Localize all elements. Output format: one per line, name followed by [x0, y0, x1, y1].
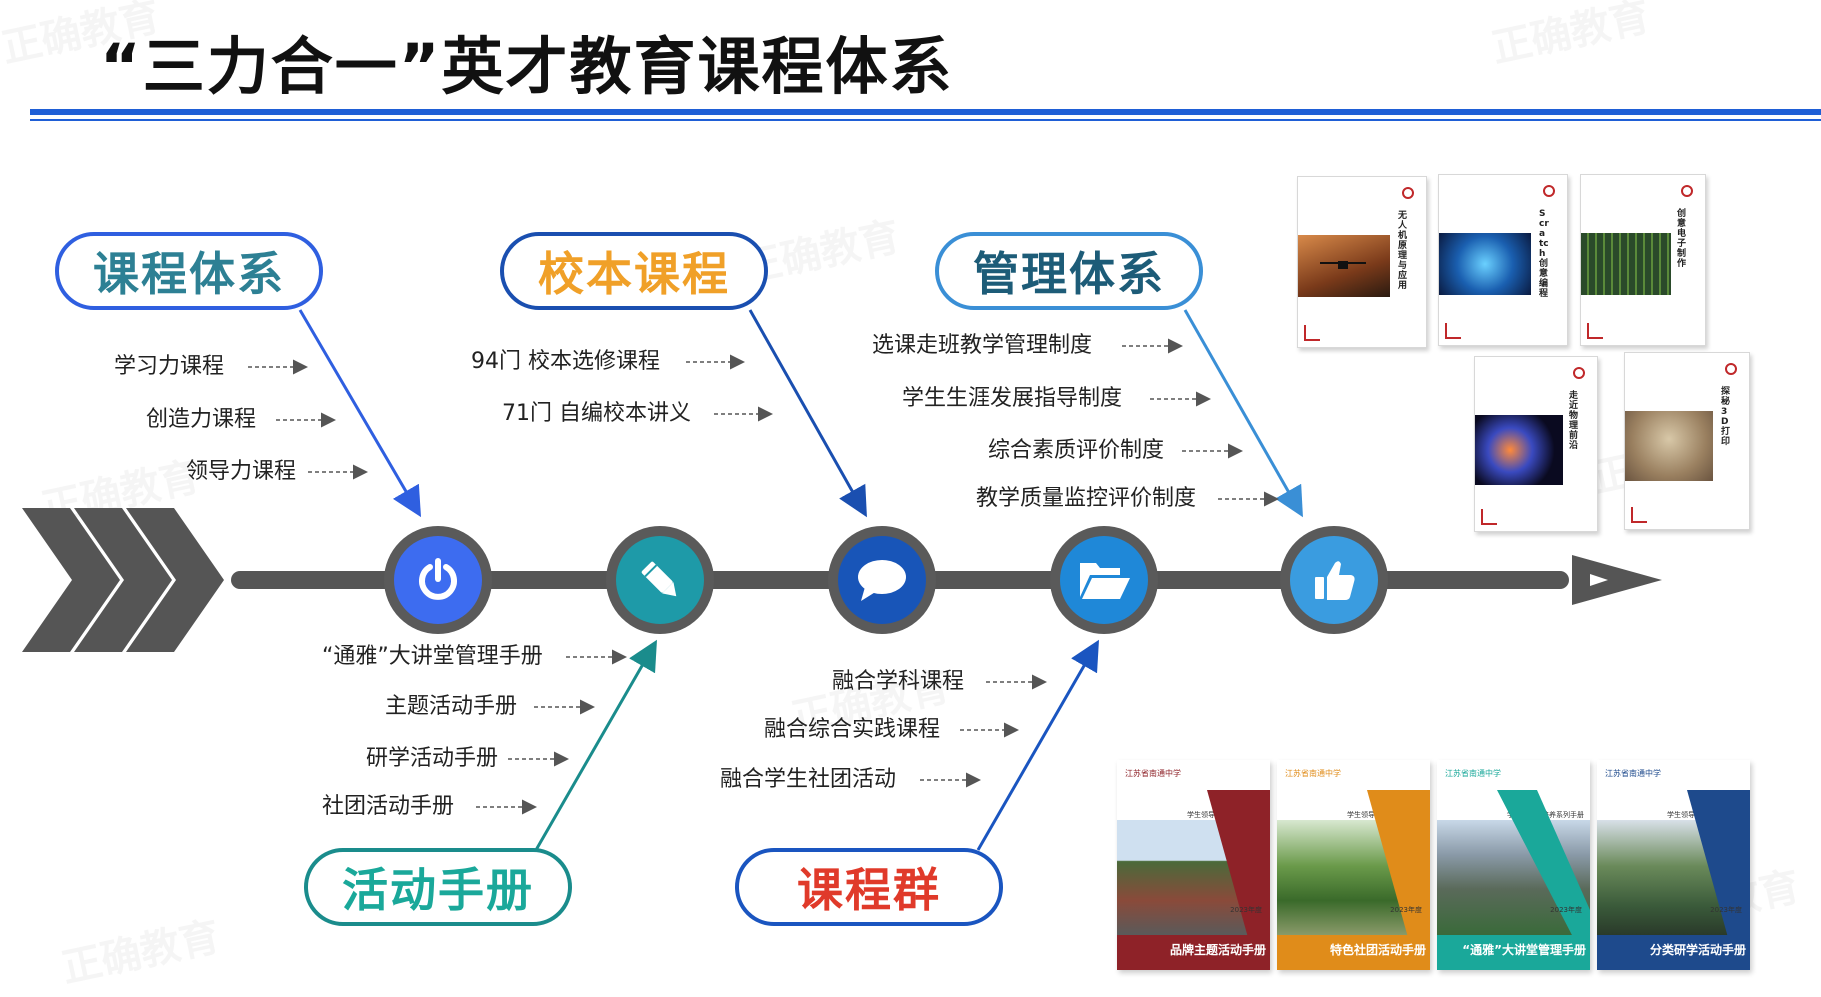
- activity-manual-cover: 江苏省南通中学 学生领导力培养系列手册 2023年度 品牌主题活动手册: [1117, 760, 1270, 970]
- activity-manual-cover: 江苏省南通中学 学生领导力培养系列手册 2023年度 分类研学活动手册: [1597, 760, 1750, 970]
- label-teaching-monitoring-system: 教学质量监控评价制度: [976, 486, 1197, 511]
- node-chat: [828, 526, 936, 634]
- label-study-tour-manual: 研学活动手册: [366, 746, 499, 771]
- category-pill-course-groups: 课程群: [735, 848, 1003, 926]
- chat-bubble-icon: [858, 560, 906, 601]
- activity-manual-cover: 江苏省南通中学 学生领导力培养系列手册 2023年度 特色社团活动手册: [1277, 760, 1430, 970]
- textbook-cover: 走近物理前沿: [1474, 356, 1598, 532]
- category-pill-curriculum: 课程体系: [55, 232, 323, 310]
- label-club-activity-manual: 社团活动手册: [322, 794, 455, 819]
- label-creativity-course: 创造力课程: [146, 407, 257, 432]
- node-power: [384, 526, 492, 634]
- label-leadership-course: 领导力课程: [186, 459, 297, 484]
- label-integrated-practice-course: 融合综合实践课程: [764, 717, 941, 742]
- title-rule: [30, 109, 1821, 115]
- category-pill-management: 管理体系: [935, 232, 1203, 310]
- category-pill-school-courses: 校本课程: [500, 232, 768, 310]
- label-integrated-club-activity: 融合学生社团活动: [720, 767, 897, 792]
- label-course-selection-system: 选课走班教学管理制度: [872, 333, 1093, 358]
- category-pill-activity-manuals: 活动手册: [304, 848, 572, 926]
- chevron-tail-icon: [22, 508, 224, 652]
- textbook-cover: Scratch创意编程: [1438, 174, 1568, 346]
- textbook-cover: 无人机原理与应用: [1297, 176, 1427, 348]
- label-integrated-subject-course: 融合学科课程: [832, 669, 965, 694]
- label-elective-courses: 94门 校本选修课程: [471, 349, 660, 374]
- pencil-icon: [641, 561, 677, 597]
- label-learning-course: 学习力课程: [114, 354, 225, 379]
- textbook-cover: 探秘3D打印: [1624, 352, 1750, 530]
- node-thumbs-up: [1280, 526, 1388, 634]
- label-school-handouts: 71门 自编校本讲义: [502, 401, 691, 426]
- page-title: “三力合一”英才教育课程体系: [100, 30, 954, 103]
- title-rule-thin: [30, 119, 1821, 121]
- activity-manual-cover: 江苏省南通中学 学生领导力培养系列手册 2023年度 “通雅”大讲堂管理手册: [1437, 760, 1590, 970]
- label-lecture-manual: “通雅”大讲堂管理手册: [322, 644, 543, 669]
- spine-arrowhead-icon: [1572, 555, 1662, 605]
- power-icon: [419, 558, 457, 600]
- drone-icon: [1320, 261, 1366, 269]
- thumbs-up-icon: [1315, 561, 1355, 600]
- textbook-cover: 创意电子制作: [1580, 174, 1706, 346]
- node-pencil: [606, 526, 714, 634]
- node-folder: [1050, 526, 1158, 634]
- label-career-guidance-system: 学生生涯发展指导制度: [902, 386, 1123, 411]
- folder-icon: [1080, 563, 1130, 599]
- label-quality-evaluation-system: 综合素质评价制度: [988, 438, 1165, 463]
- label-theme-activity-manual: 主题活动手册: [385, 694, 518, 719]
